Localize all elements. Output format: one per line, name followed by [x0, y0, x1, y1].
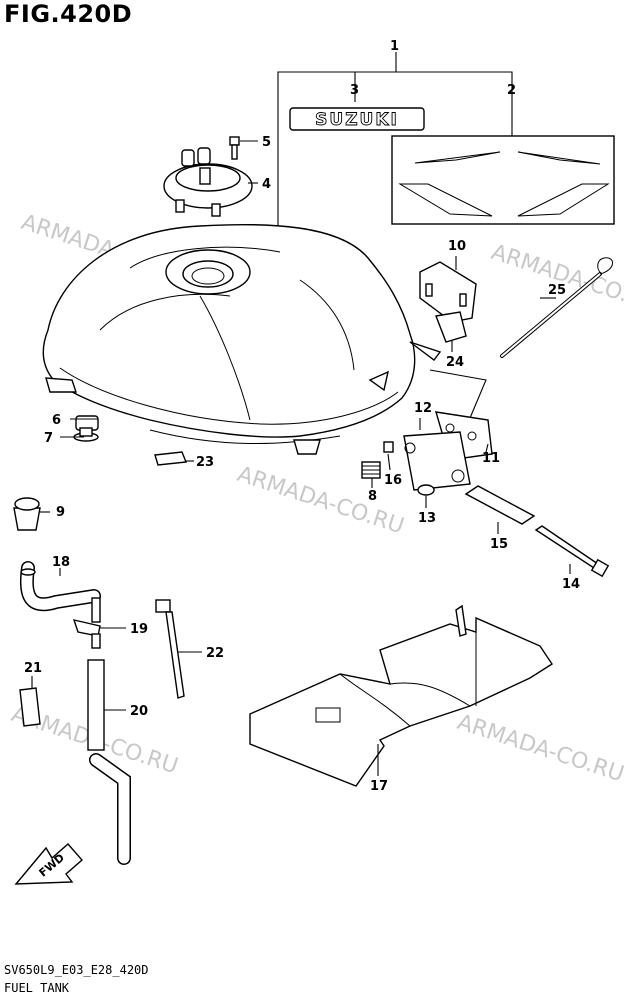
drain-hose [87, 659, 131, 865]
figure-title: FIG.420D [4, 0, 133, 28]
callout-5: 5 [262, 135, 271, 150]
callout-1: 1 [390, 39, 399, 54]
suzuki-decal: SUZUKI [289, 107, 425, 131]
assembly-bracket [277, 52, 513, 228]
heat-shield [249, 604, 553, 787]
callout-7: 7 [44, 431, 53, 446]
hinge-clip [383, 441, 394, 453]
decal-text: SUZUKI [315, 110, 399, 130]
callout-leaders [31, 140, 571, 776]
callout-8: 8 [368, 489, 377, 504]
watermark: ARMADA-CO.RU [454, 710, 627, 787]
callout-3: 3 [350, 83, 359, 98]
callout-20: 20 [130, 704, 148, 719]
pivot-shaft [464, 485, 536, 525]
section-name: FUEL TANK [4, 981, 70, 995]
callout-19: 19 [130, 622, 148, 637]
bracket-cushion [435, 311, 467, 343]
callout-17: 17 [370, 779, 388, 794]
callout-2: 2 [507, 83, 516, 98]
connection-lines [429, 369, 487, 419]
callout-labels: 1 2 3 4 5 6 7 8 9 10 11 12 13 14 15 16 1… [24, 39, 580, 794]
callout-24: 24 [446, 355, 464, 370]
tank-cushion [13, 497, 41, 531]
watermark: ARMADA-CO.RU [234, 462, 407, 539]
hinge-bracket [419, 261, 477, 323]
watermark: ARMADA-CO.RU [488, 240, 627, 317]
callout-6: 6 [52, 413, 61, 428]
rubber-damper [361, 461, 381, 479]
callout-12: 12 [414, 401, 432, 416]
hose-tee-fitting [72, 597, 101, 649]
callout-14: 14 [562, 577, 580, 592]
forward-arrow: FWD [14, 843, 83, 885]
callout-18: 18 [52, 555, 70, 570]
callout-21: 21 [24, 661, 42, 676]
callout-9: 9 [56, 505, 65, 520]
callout-23: 23 [196, 455, 214, 470]
cap-bolt [229, 136, 240, 160]
cable-tie [155, 599, 185, 699]
fuel-tank [42, 223, 442, 455]
stripe-decal-kit [391, 135, 615, 225]
fuel-cap-assembly [163, 147, 253, 217]
prop-rod [500, 257, 613, 358]
model-code: SV650L9_E03_E28_420D [4, 963, 149, 977]
callout-10: 10 [448, 239, 466, 254]
callout-13: 13 [418, 511, 436, 526]
tank-pad [154, 451, 187, 466]
hose-pad [19, 687, 41, 727]
callout-11: 11 [482, 451, 500, 466]
callout-15: 15 [490, 537, 508, 552]
hinge-assembly [403, 411, 493, 496]
callout-4: 4 [262, 177, 271, 192]
callout-22: 22 [206, 646, 224, 661]
breather-hose [19, 561, 101, 612]
callout-16: 16 [384, 473, 402, 488]
callout-25: 25 [548, 283, 566, 298]
pivot-bolt [534, 525, 610, 578]
